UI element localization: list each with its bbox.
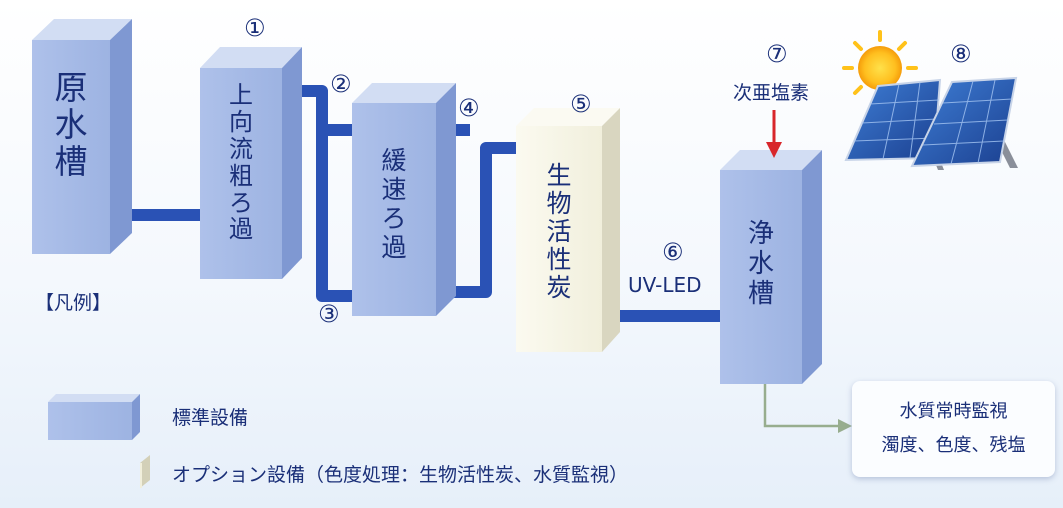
bio-activated-carbon-label: 生物活 性炭 bbox=[546, 161, 572, 302]
legend-standard-label: 標準設備 bbox=[172, 407, 249, 429]
clean-water-tank-label: 浄水槽 bbox=[747, 219, 774, 309]
legend-option-label: オプション設備（色度処理：生物活性炭、水質監視） bbox=[172, 464, 629, 486]
marker-7: ⑦ bbox=[766, 40, 788, 68]
marker-6: ⑥ bbox=[662, 238, 684, 266]
monitor-title: 水質常時監視 bbox=[899, 400, 1008, 422]
upflow-rough-filter-tank bbox=[200, 47, 302, 279]
legend-standard-swatch bbox=[48, 394, 140, 440]
chlorine-label: 次亜塩素 bbox=[733, 82, 810, 104]
marker-2: ② bbox=[330, 70, 352, 98]
raw-water-tank bbox=[32, 19, 132, 254]
clean-water-tank bbox=[720, 150, 822, 384]
water-quality-monitor-box: 水質常時監視 濁度、色度、残塩 bbox=[852, 381, 1055, 477]
monitor-items: 濁度、色度、残塩 bbox=[881, 435, 1026, 456]
pipes bbox=[118, 85, 722, 322]
marker-8: ⑧ bbox=[950, 40, 972, 68]
legend-title: 【凡例】 bbox=[35, 292, 112, 314]
bio-activated-carbon-tank bbox=[516, 108, 620, 352]
marker-1: ① bbox=[244, 14, 266, 42]
raw-water-tank-label: 原水槽 bbox=[54, 68, 88, 181]
uv-led-label: UV-LED bbox=[628, 273, 702, 297]
slow-sand-filter-label: 緩速ろ過 bbox=[381, 146, 407, 262]
pipe-upflow-to-slow-bottom bbox=[316, 130, 354, 302]
pipe-slow-to-carbon bbox=[440, 142, 518, 298]
marker-5: ⑤ bbox=[570, 90, 592, 118]
marker-3: ③ bbox=[318, 300, 340, 328]
chlorine-arrow bbox=[766, 110, 782, 158]
legend-option-swatch bbox=[140, 455, 150, 488]
upflow-rough-filter-label: 上向流 粗ろ過 bbox=[229, 81, 253, 244]
monitor-arrow bbox=[763, 384, 852, 433]
pipe-upflow-to-slow-top bbox=[286, 85, 354, 136]
solar-panel-icon bbox=[844, 76, 1018, 170]
marker-4: ④ bbox=[458, 94, 480, 122]
slow-sand-filter-tank bbox=[352, 83, 456, 316]
